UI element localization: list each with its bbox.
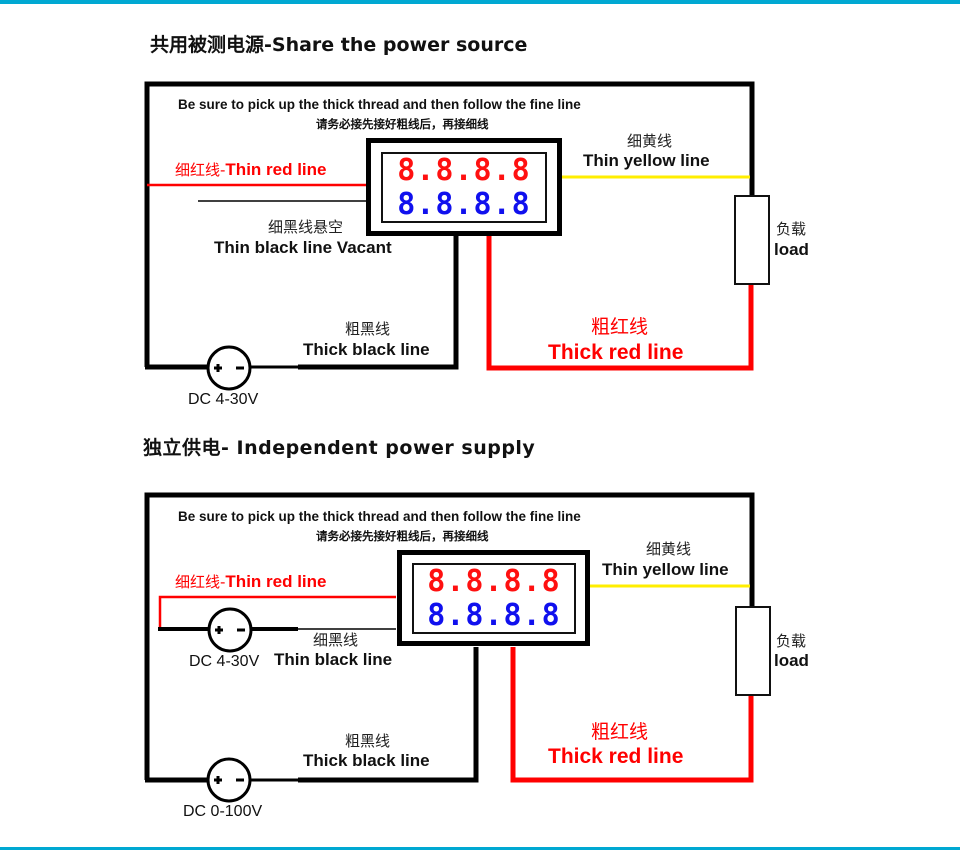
shared-load: [734, 195, 770, 285]
indep-display-top: 8.8.8.8: [427, 563, 561, 599]
shared-load-label-en: load: [774, 240, 809, 259]
top-accent-bar: [0, 0, 960, 4]
indep-note-en: Be sure to pick up the thick thread and …: [178, 509, 581, 524]
indep-thin-black-label-cn: 细黑线: [313, 631, 359, 649]
indep-thin-red-wire: [158, 595, 396, 630]
bottom-accent-bar: [0, 847, 960, 850]
shared-thin-red-label-cn: 细红线-: [175, 161, 226, 179]
indep-load: [735, 606, 771, 696]
shared-thin-black-label-cn: 细黑线悬空: [268, 218, 344, 236]
shared-thick-black-wire: [298, 236, 459, 370]
shared-load-label-cn: 负载: [776, 220, 807, 238]
shared-thin-red-label-en: Thin red line: [225, 160, 327, 179]
shared-thick-red-label-cn: 粗红线: [591, 316, 649, 338]
shared-note-cn: 请务必接先接好粗线后，再接细线: [316, 117, 489, 131]
indep-thick-black-wire: [298, 647, 479, 783]
indep-voltmeter: 8.8.8.8 8.8.8.8: [397, 550, 590, 646]
indep-thick-black-label-en: Thick black line: [303, 751, 430, 770]
indep-load-label-cn: 负载: [776, 632, 807, 650]
shared-thick-black-label-en: Thick black line: [303, 340, 430, 359]
shared-outer-black-wire: [144, 81, 755, 367]
shared-voltmeter: 8.8.8.8 8.8.8.8: [366, 138, 562, 236]
shared-thin-black-label-en: Thin black line Vacant: [214, 238, 392, 257]
indep-thin-yellow-label-cn: 细黄线: [646, 540, 692, 558]
independent-circuit: [144, 492, 755, 803]
shared-thin-red-label: 细红线-Thin red line: [175, 159, 326, 180]
indep-dc-source-icon: [206, 757, 252, 803]
indep-load-label-en: load: [774, 651, 809, 670]
shared-display-top: 8.8.8.8: [397, 152, 531, 188]
indep-thin-red-label-cn: 细红线-: [175, 573, 226, 591]
indep-source-label: DC 0-100V: [183, 803, 263, 820]
shared-section-title: 共用被测电源-Share the power source: [150, 34, 528, 56]
indep-thin-black-label-en: Thin black line: [274, 650, 393, 669]
indep-aux-source-label: DC 4-30V: [189, 653, 260, 670]
shared-thin-yellow-label-en: Thin yellow line: [583, 151, 710, 170]
indep-thin-red-label: 细红线-Thin red line: [175, 571, 326, 592]
shared-thick-red-label-en: Thick red line: [548, 341, 684, 364]
shared-voltmeter-screen: 8.8.8.8 8.8.8.8: [381, 152, 547, 223]
indep-voltmeter-screen: 8.8.8.8 8.8.8.8: [412, 563, 576, 634]
shared-source-label: DC 4-30V: [188, 391, 259, 408]
indep-note-cn: 请务必接先接好粗线后，再接细线: [316, 529, 489, 543]
indep-thick-red-wire: [510, 647, 754, 783]
indep-thin-yellow-label-en: Thin yellow line: [602, 560, 729, 579]
indep-thin-red-label-en: Thin red line: [225, 572, 327, 591]
indep-outer-black-wire: [144, 492, 755, 780]
shared-note-en: Be sure to pick up the thick thread and …: [178, 97, 581, 112]
indep-display-bottom: 8.8.8.8: [427, 597, 561, 633]
shared-dc-source-icon: [206, 345, 252, 391]
independent-section-title: 独立供电- Independent power supply: [143, 437, 536, 459]
shared-circuit: [144, 81, 755, 391]
shared-display-bottom: 8.8.8.8: [397, 186, 531, 222]
indep-aux-dc-source-icon: [207, 607, 253, 653]
indep-thick-red-label-cn: 粗红线: [591, 721, 649, 743]
shared-thick-red-wire: [486, 236, 754, 371]
shared-thin-yellow-label-cn: 细黄线: [627, 132, 673, 150]
indep-thick-black-label-cn: 粗黑线: [345, 732, 391, 750]
shared-thick-black-label-cn: 粗黑线: [345, 320, 391, 338]
indep-thick-red-label-en: Thick red line: [548, 745, 684, 768]
